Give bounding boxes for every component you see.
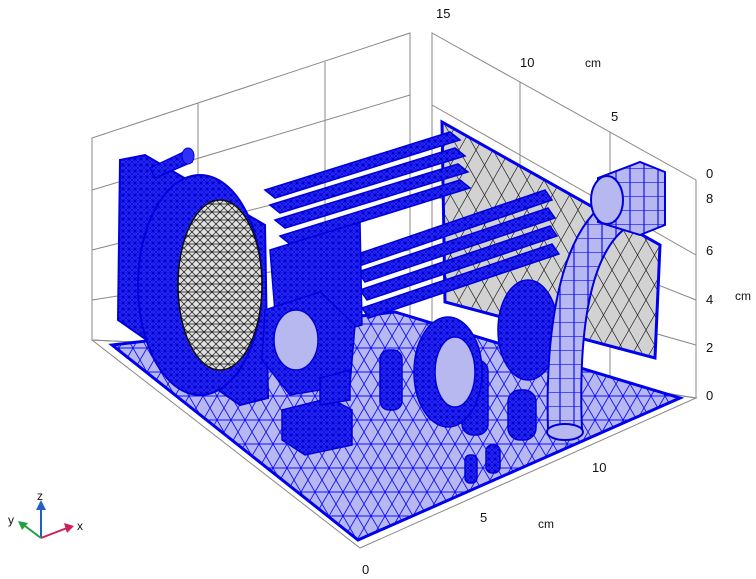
right-axis-unit: cm xyxy=(735,289,751,303)
tick-right-4: 4 xyxy=(706,292,713,307)
triad-z-label: z xyxy=(37,489,43,503)
tick-right-8: 8 xyxy=(706,191,713,206)
triad-y-label: y xyxy=(8,513,14,527)
heat-sink-fins xyxy=(263,131,561,351)
bottom-axis-ticks: 10 5 cm 0 xyxy=(362,460,606,577)
tick-top-10: 10 xyxy=(520,55,534,70)
x-arrow-icon xyxy=(64,523,74,533)
top-axis-unit: cm xyxy=(585,56,601,70)
tick-right-0: 0 xyxy=(706,388,713,403)
axis-triad: z x y xyxy=(8,489,83,539)
tick-bottom-10: 10 xyxy=(592,460,606,475)
tick-bottom-0: 0 xyxy=(362,562,369,577)
z-arrow-icon xyxy=(36,500,46,510)
tick-top-15: 15 xyxy=(436,6,450,21)
back-plate xyxy=(440,119,662,360)
y-arrow-icon xyxy=(18,521,28,530)
tick-bottom-5: 5 xyxy=(480,510,487,525)
tick-right-2: 2 xyxy=(706,340,713,355)
triad-x-label: x xyxy=(77,519,83,533)
ring-connectors xyxy=(261,291,356,396)
fan-housing xyxy=(116,147,270,407)
top-axis-ticks: 15 10 cm 5 0 xyxy=(436,6,713,181)
tick-right-6: 6 xyxy=(706,243,713,258)
bent-pipe xyxy=(546,160,666,441)
tick-top-0: 0 xyxy=(706,166,713,181)
tick-top-5: 5 xyxy=(611,109,618,124)
bottom-axis-unit: cm xyxy=(538,517,554,531)
right-axis-ticks: 8 6 cm 4 2 0 xyxy=(706,191,751,403)
board-components xyxy=(281,279,559,484)
